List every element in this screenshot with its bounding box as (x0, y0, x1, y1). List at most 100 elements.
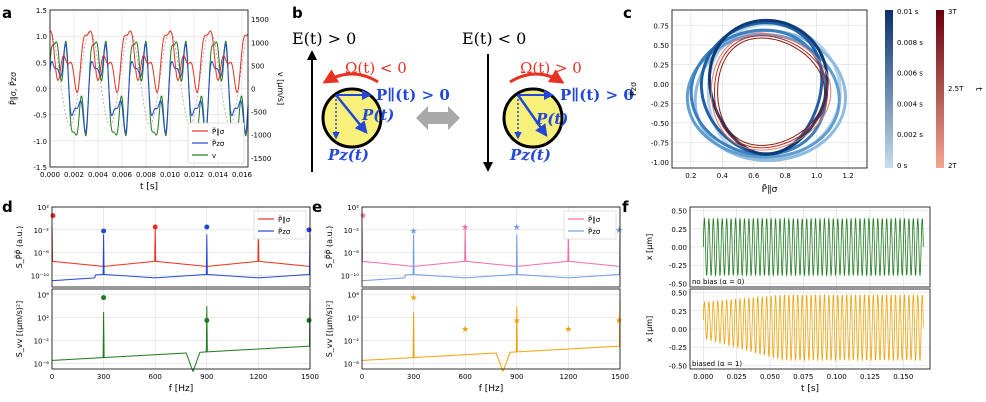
colorbar-label: t (973, 87, 983, 91)
tick-label: 0.5 (36, 59, 47, 67)
peak-marker (152, 224, 158, 230)
left-pz-label: Pz(t) (327, 146, 369, 164)
left-field-label: E(t) > 0 (292, 29, 356, 48)
x-axis-label: P̃∥σ (762, 183, 778, 195)
spectrum-pz-line (362, 234, 621, 282)
tick-label: -500 (251, 109, 267, 117)
tick-label: 0.008 s (897, 39, 923, 47)
limit-cycle-orbit (717, 37, 825, 146)
tick-label: 0 (251, 86, 255, 94)
series-ppar-line (49, 30, 249, 93)
tick-label: 0.000 (693, 373, 713, 381)
tick-label: 10² (347, 315, 359, 323)
peak-marker (306, 227, 312, 233)
spectrum-pz-line (52, 234, 311, 282)
right-p-vector (516, 94, 548, 138)
peak-marker (204, 317, 210, 323)
panel-label-f: f (622, 198, 629, 216)
panel-f-chart: 0.500.250.00-0.25-0.50x [µm]no bias (α =… (645, 206, 931, 394)
panel-annotation: biased (α = 1) (692, 360, 742, 368)
tick-label: 10² (37, 315, 49, 323)
right-omega-label: Ω(t) > 0 (520, 59, 582, 77)
tick-label: -0.25 (651, 100, 669, 108)
tick-label: 0.010 (160, 171, 180, 179)
tick-label: 1500 (301, 373, 319, 381)
peak-marker (101, 228, 107, 234)
tick-label: 0.008 (136, 171, 156, 179)
y-axis-label: S_P̃P̃ (a.u.) (14, 226, 24, 269)
tick-label: 0.002 s (897, 131, 923, 139)
panel-label-b: b (292, 4, 303, 22)
legend-label: P̃∥σ (588, 216, 601, 224)
peak-marker (50, 213, 56, 219)
tick-label: -1.5 (33, 164, 47, 172)
y-axis-label: S_vv [(µm/s)²] (15, 301, 24, 358)
tick-label: 0.75 (653, 23, 669, 31)
tick-label: -1.00 (651, 159, 669, 167)
y-axis-label: S_P̃P̃ (a.u.) (324, 226, 334, 269)
tick-label: 0.6 (748, 172, 760, 180)
peak-marker: ★ (359, 212, 367, 222)
tick-label: 10⁻² (344, 337, 360, 345)
tick-label: 10⁻¹⁰ (31, 273, 49, 281)
tick-label: 600 (149, 373, 162, 381)
tick-label: 0.012 (184, 171, 204, 179)
trajectory-orbit (689, 28, 828, 157)
legend-label: P̃zσ (588, 228, 601, 236)
x-axis-label: f [Hz] (169, 384, 194, 394)
tick-label: 0.00 (671, 244, 687, 252)
tick-label: 300 (407, 373, 420, 381)
tick-label: -0.50 (651, 120, 669, 128)
panel-label-d: d (2, 198, 13, 216)
spectrum-ppar-line (361, 226, 620, 267)
tick-label: 10² (37, 204, 49, 212)
series-pz-line (49, 43, 249, 134)
tick-label: 500 (251, 62, 264, 70)
tick-label: 10⁻¹⁰ (341, 273, 359, 281)
left-ppar-label: P∥(t) > 0 (376, 86, 450, 104)
tick-label: 1500 (611, 373, 629, 381)
tick-label: 600 (459, 373, 472, 381)
right-field-label: E(t) < 0 (462, 29, 526, 48)
peak-marker: ★ (615, 226, 623, 236)
tick-label: 2T (948, 162, 957, 170)
plot-frame (689, 206, 931, 288)
peak-marker (101, 295, 107, 301)
left-omega-arrow (322, 69, 379, 84)
tick-label: 0.50 (653, 42, 669, 50)
tick-label: 0.00 (671, 326, 687, 334)
spectrum-v-line (52, 300, 311, 373)
panel-label-a: a (2, 4, 12, 22)
tick-label: 1200 (249, 373, 267, 381)
legend-label: v (212, 152, 216, 160)
tick-label: 0.004 (88, 171, 109, 179)
right-ppar-label: P∥(t) > 0 (560, 86, 634, 104)
x-axis-label: t [s] (801, 384, 819, 394)
tick-label: 0.075 (793, 373, 813, 381)
peak-marker: ★ (513, 316, 521, 326)
x-axis-label: t [s] (140, 182, 158, 192)
peak-marker (204, 224, 210, 230)
tick-label: -0.50 (669, 280, 687, 288)
tick-label: 0.50 (671, 208, 687, 216)
tick-label: 1000 (251, 39, 269, 47)
tick-label: 0.016 (232, 171, 253, 179)
peak-marker: ★ (461, 223, 469, 233)
legend-label: P̃∥σ (278, 216, 291, 224)
left-p-vector (335, 94, 368, 134)
tick-label: 0.100 (827, 373, 847, 381)
tick-label: 10² (347, 204, 359, 212)
plot-frame (361, 206, 621, 288)
tick-label: -1500 (251, 155, 271, 163)
peak-marker: ★ (410, 227, 418, 237)
tick-label: 10⁻⁶ (344, 360, 360, 368)
tick-label: 0.2 (685, 172, 696, 180)
tick-label: 0 s (897, 162, 908, 170)
tick-label: 0.50 (671, 290, 687, 298)
left-p-label: P(t) (361, 106, 394, 124)
tick-label: 0.050 (760, 373, 780, 381)
tick-label: 10⁻⁶ (34, 250, 50, 258)
right-p-label: P(t) (535, 110, 568, 128)
